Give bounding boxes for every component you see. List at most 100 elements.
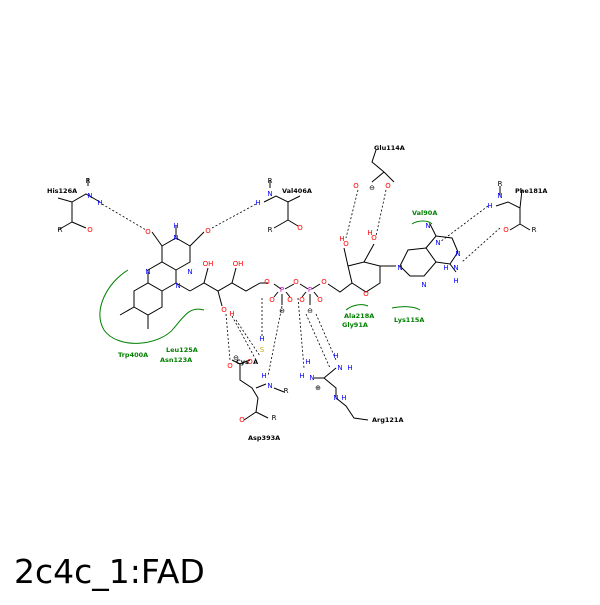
residue-labels: His126A Val406A Glu114A Phe181A Asp393A … bbox=[47, 144, 547, 442]
charge-minus: ⊖ bbox=[307, 307, 313, 315]
bonds bbox=[57, 149, 531, 421]
residue-gly91: Gly91A bbox=[342, 321, 368, 329]
atom-s: S bbox=[260, 346, 265, 354]
atom-labels: R N H O R R N H O R O O H N N N N OH OH … bbox=[58, 177, 537, 424]
atom-n: N bbox=[397, 264, 402, 272]
atom-oh: OH bbox=[233, 260, 244, 268]
atom-n: N bbox=[267, 190, 272, 198]
residue-trp400: Trp400A bbox=[118, 351, 148, 359]
atom-o: O bbox=[269, 296, 275, 304]
atom-n: N bbox=[435, 239, 440, 247]
atom-r: R bbox=[268, 226, 273, 234]
atom-n: N bbox=[145, 268, 150, 276]
atom-h: H bbox=[347, 364, 352, 372]
residue-val406: Val406A bbox=[282, 187, 312, 195]
ala218-arc bbox=[345, 304, 369, 311]
atom-n: N bbox=[455, 250, 460, 258]
atom-n: N bbox=[267, 382, 272, 390]
atom-r: R bbox=[272, 414, 277, 422]
lys115-arc bbox=[391, 306, 421, 311]
atom-o: O bbox=[293, 278, 299, 286]
atom-o: O bbox=[297, 224, 303, 232]
atom-h: H bbox=[299, 372, 304, 380]
residue-glu114: Glu114A bbox=[374, 144, 405, 152]
charge-minus: ⊖ bbox=[279, 307, 285, 315]
atom-o: O bbox=[205, 227, 211, 235]
atom-n: N bbox=[87, 192, 92, 200]
atom-o: O bbox=[227, 362, 233, 370]
atom-o: O bbox=[371, 234, 377, 242]
diagram-title: 2c4c_1:FAD bbox=[14, 552, 205, 591]
atom-o: O bbox=[343, 240, 349, 248]
atom-h: H bbox=[255, 199, 260, 207]
atom-n: N bbox=[173, 234, 178, 242]
hydrophobic-contacts bbox=[99, 220, 433, 344]
atom-r: R bbox=[86, 177, 91, 185]
atom-o: O bbox=[385, 182, 391, 190]
atom-h: H bbox=[487, 202, 492, 210]
residue-cys-name: Cys bbox=[236, 358, 249, 366]
atom-o: O bbox=[317, 296, 323, 304]
atom-h: H bbox=[97, 199, 102, 207]
atom-n: N bbox=[309, 374, 314, 382]
atom-o: O bbox=[264, 278, 270, 286]
charge-minus: ⊖ bbox=[369, 184, 375, 192]
atom-o: O bbox=[321, 278, 327, 286]
atom-n: N bbox=[497, 192, 502, 200]
atom-r: R bbox=[532, 226, 537, 234]
atom-n: N bbox=[337, 364, 342, 372]
residue-cys-chain: A bbox=[253, 358, 258, 366]
charge-plus: ⊕ bbox=[315, 384, 321, 392]
residue-cys: Cys A bbox=[236, 358, 258, 366]
atom-h: H bbox=[367, 229, 372, 237]
atom-n: N bbox=[333, 394, 338, 402]
atom-n: N bbox=[175, 282, 180, 290]
atom-h: H bbox=[229, 310, 234, 318]
atom-r: R bbox=[268, 177, 273, 185]
atom-n: N bbox=[425, 222, 430, 230]
atom-h: H bbox=[261, 372, 266, 380]
atom-o: O bbox=[353, 182, 359, 190]
atom-h: H bbox=[333, 352, 338, 360]
atom-p: P bbox=[308, 286, 312, 294]
atom-h: H bbox=[453, 277, 458, 285]
atom-o: O bbox=[503, 226, 509, 234]
hydrogen-bonds bbox=[101, 189, 501, 377]
atom-o: O bbox=[363, 290, 369, 298]
atom-h: H bbox=[443, 264, 448, 272]
trp400-arc bbox=[99, 269, 205, 344]
residue-lys115: Lys115A bbox=[394, 316, 424, 324]
atom-o: O bbox=[87, 226, 93, 234]
atom-o: O bbox=[299, 296, 305, 304]
atom-p: P bbox=[280, 286, 284, 294]
atom-oh: OH bbox=[203, 260, 214, 268]
atom-o: O bbox=[145, 228, 151, 236]
atom-h: H bbox=[339, 235, 344, 243]
atom-r: R bbox=[498, 180, 503, 188]
atom-n: N bbox=[187, 268, 192, 276]
atom-r: R bbox=[284, 387, 289, 395]
residue-asp393: Asp393A bbox=[248, 434, 280, 442]
atom-o: O bbox=[287, 296, 293, 304]
atom-h: H bbox=[305, 358, 310, 366]
residue-phe181: Phe181A bbox=[515, 187, 547, 195]
residue-asn123: Asn123A bbox=[160, 356, 192, 364]
atom-o: O bbox=[239, 416, 245, 424]
val90-arc bbox=[411, 220, 433, 225]
charge-minus: ⊖ bbox=[233, 354, 239, 362]
residue-ala218: Ala218A bbox=[344, 312, 374, 320]
atom-r: R bbox=[58, 226, 63, 234]
residue-leu125: Leu125A bbox=[166, 346, 198, 354]
atom-h: H bbox=[173, 222, 178, 230]
residue-his126: His126A bbox=[47, 187, 77, 195]
atom-n: N bbox=[453, 264, 458, 272]
residue-arg121: Arg121A bbox=[372, 416, 404, 424]
atom-o: O bbox=[247, 358, 253, 366]
atom-o: O bbox=[221, 306, 227, 314]
atom-h: H bbox=[341, 394, 346, 402]
atom-h: H bbox=[259, 335, 264, 343]
atom-n: N bbox=[421, 281, 426, 289]
residue-val90: Val90A bbox=[412, 209, 437, 217]
